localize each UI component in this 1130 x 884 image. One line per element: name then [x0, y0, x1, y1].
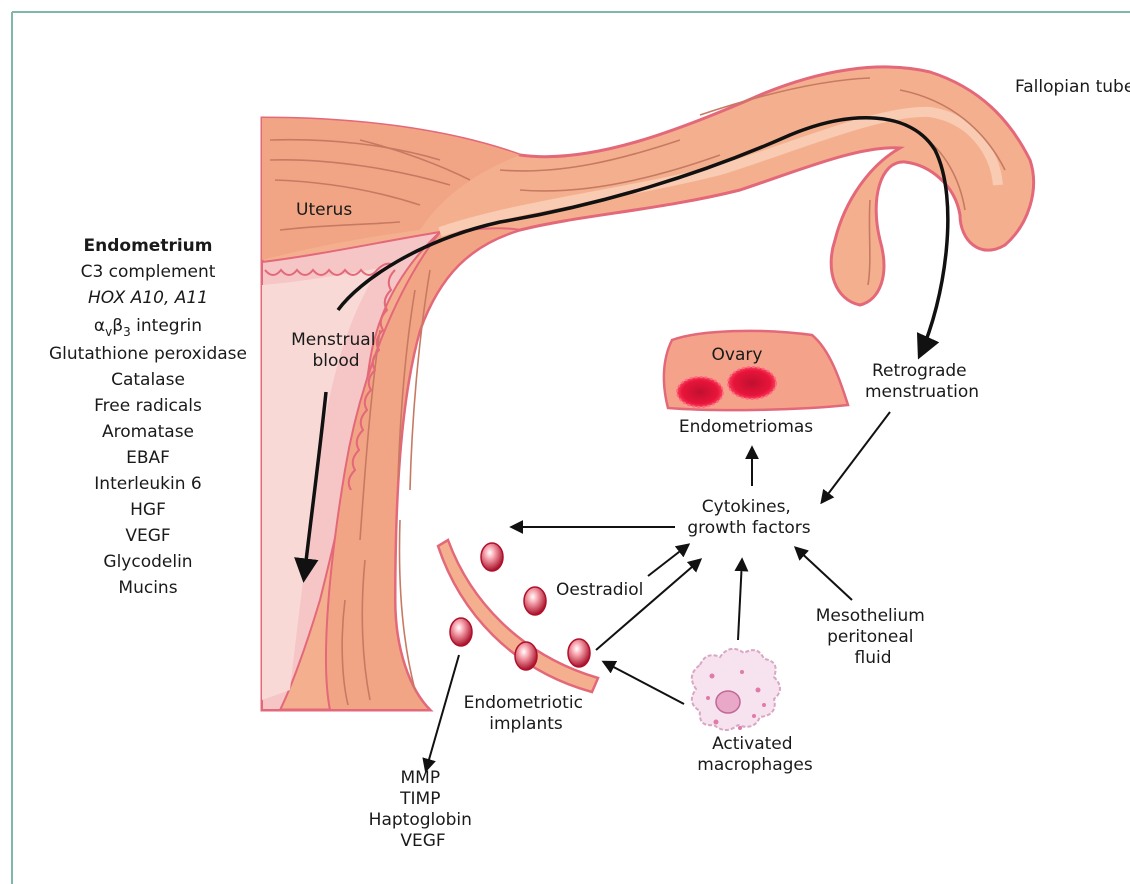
- mmp-item: TIMP: [399, 789, 440, 809]
- cytokines-line-1: Cytokines,: [702, 497, 791, 517]
- endometriotic-implants-label: Endometriotic implants: [464, 693, 589, 734]
- endometrium-title: Endometrium: [84, 236, 213, 256]
- mmp-item: MMP: [401, 768, 441, 788]
- endometrium-item: HGF: [130, 500, 166, 520]
- macrophage-cell: [692, 649, 780, 730]
- cytokines-line-2: growth factors: [687, 518, 810, 538]
- endometrium-item-integrin: αvβ3 integrin: [94, 316, 202, 339]
- retrograde-menstruation-label: Retrograde menstruation: [865, 361, 979, 402]
- endometrium-item: Glutathione peroxidase: [49, 344, 247, 364]
- retrograde-line-2: menstruation: [865, 382, 979, 402]
- ovary-label: Ovary: [712, 345, 763, 365]
- endometrium-item: Aromatase: [102, 422, 194, 442]
- integrin-beta: β: [112, 316, 123, 336]
- macrophages-line-2: macrophages: [697, 755, 813, 775]
- integrin-beta-sub: 3: [123, 325, 131, 339]
- menstrual-blood-line-1: Menstrual: [291, 330, 375, 350]
- endometrium-item: HOX A10, A11: [88, 288, 208, 308]
- implants-line-1: Endometriotic: [464, 693, 583, 713]
- uterus-label: Uterus: [296, 200, 352, 220]
- arrow-mesothelium-to-cytokines: [796, 548, 852, 600]
- endometrium-item: Glycodelin: [103, 552, 192, 572]
- endometrium-item: C3 complement: [81, 262, 216, 282]
- endometrium-list: Endometrium C3 complement HOX A10, A11 α…: [49, 236, 247, 598]
- implant-lesion: [515, 642, 537, 670]
- implant-lesion: [568, 639, 590, 667]
- mesothelium-line-1: Mesothelium: [816, 606, 925, 626]
- endometrioma-right: [728, 367, 776, 399]
- macrophages-line-1: Activated: [712, 734, 792, 754]
- peritoneum-band: [438, 540, 598, 692]
- integrin-word: integrin: [131, 316, 202, 336]
- arrow-oestradiol-to-cytokines: [648, 545, 688, 576]
- activated-macrophages-label: Activated macrophages: [697, 734, 813, 775]
- implant-lesion: [524, 587, 546, 615]
- arrow-retrograde-to-cytokines: [822, 412, 890, 502]
- endometrium-item: Free radicals: [94, 396, 202, 416]
- cytokines-label: Cytokines, growth factors: [687, 497, 810, 538]
- macrophage-illustration: [692, 649, 780, 730]
- integrin-alpha: α: [94, 316, 105, 336]
- implants-line-2: implants: [489, 714, 563, 734]
- implant-lesion: [450, 618, 472, 646]
- implant-lesion: [481, 543, 503, 571]
- oestradiol-label: Oestradiol: [556, 580, 643, 600]
- arrow-macrophage-to-implants: [604, 662, 684, 704]
- endometriomas-label: Endometriomas: [679, 417, 813, 437]
- mesothelium-line-2: peritoneal: [827, 627, 913, 647]
- mesothelium-label: Mesothelium peritoneal fluid: [816, 606, 930, 668]
- endometrium-item: EBAF: [126, 448, 170, 468]
- endometrium-item: VEGF: [125, 526, 170, 546]
- mmp-item: VEGF: [400, 831, 445, 851]
- arrow-implants-to-mmp: [426, 655, 459, 770]
- ovary-illustration: [664, 331, 848, 410]
- endometrium-item: Mucins: [118, 578, 177, 598]
- retrograde-line-1: Retrograde: [872, 361, 967, 381]
- macrophage-nucleus: [716, 691, 740, 713]
- endometrium-item: Catalase: [111, 370, 185, 390]
- menstrual-blood-line-2: blood: [312, 351, 359, 371]
- mesothelium-line-3: fluid: [855, 648, 892, 668]
- endometrium-item: Interleukin 6: [94, 474, 201, 494]
- fallopian-tube-label: Fallopian tube: [1015, 77, 1130, 97]
- endometrioma-left: [677, 377, 723, 407]
- mmp-item: Haptoglobin: [369, 810, 472, 830]
- mmp-list: MMP TIMP Haptoglobin VEGF: [369, 768, 478, 851]
- integrin-alpha-sub: v: [105, 325, 112, 339]
- arrow-macrophage-to-cytokines: [738, 560, 742, 640]
- arrow-implant-to-cytokines: [596, 560, 700, 650]
